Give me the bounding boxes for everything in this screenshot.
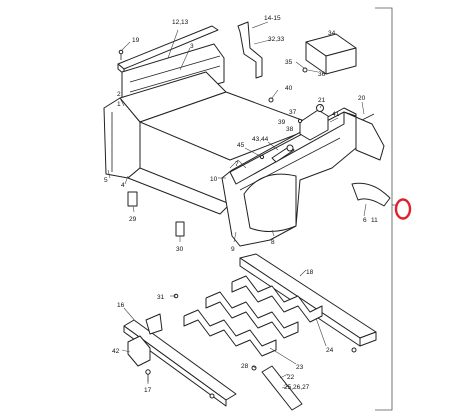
callout-28: 28 xyxy=(241,363,249,370)
assembly-bracket xyxy=(375,7,393,411)
callout-17: 17 xyxy=(144,387,152,394)
callout-1: 1 xyxy=(117,101,121,108)
callout-12-13: 12,13 xyxy=(172,19,189,26)
part-clip-29 xyxy=(127,191,138,207)
part-left-sill xyxy=(123,313,237,407)
callout-21: 21 xyxy=(318,97,326,104)
highlight-marker[interactable] xyxy=(394,198,412,220)
callout-7: 7 xyxy=(235,161,239,168)
callout-43-44: 43,44 xyxy=(252,136,269,143)
callout-31: 31 xyxy=(157,294,165,301)
callout-40: 40 xyxy=(285,85,293,92)
leader-lines xyxy=(107,21,367,389)
part-fastener-lower xyxy=(145,293,357,399)
callout-37: 37 xyxy=(289,109,297,116)
callout-3: 3 xyxy=(190,43,194,50)
callout-39: 39 xyxy=(278,119,286,126)
callout-6: 6 xyxy=(363,217,367,224)
part-cross-member-mid xyxy=(205,291,299,339)
callout-38: 38 xyxy=(286,126,294,133)
callout-18: 18 xyxy=(306,269,314,276)
callout-20: 20 xyxy=(358,95,366,102)
callout-14-15: 14-15 xyxy=(264,15,281,22)
callout-45: 45 xyxy=(237,142,245,149)
part-cross-member-23 xyxy=(183,309,277,357)
part-toolbox xyxy=(305,33,357,75)
part-clip-30 xyxy=(175,221,185,237)
callout-22: 22 xyxy=(287,374,295,381)
callout-16: 16 xyxy=(117,302,125,309)
callout-34: 34 xyxy=(328,30,336,37)
part-bolt-assembly xyxy=(271,144,295,163)
callout-4: 4 xyxy=(121,182,125,189)
callout-5: 5 xyxy=(104,177,108,184)
callout-29: 29 xyxy=(129,216,137,223)
part-cross-member-24 xyxy=(231,275,323,323)
callout-35: 35 xyxy=(285,59,293,66)
callout-41: 41 xyxy=(332,111,340,118)
callout-24: 24 xyxy=(326,347,334,354)
callout-25-27: 25,26,27 xyxy=(284,384,310,391)
callout-23: 23 xyxy=(296,364,304,371)
part-fasteners xyxy=(118,49,308,160)
part-arch-liner xyxy=(351,182,391,207)
callout-36: 36 xyxy=(318,71,326,78)
callout-8: 8 xyxy=(271,239,275,246)
part-rear-extension xyxy=(343,111,385,161)
part-bracket-42 xyxy=(127,335,151,367)
part-rail-bracket xyxy=(237,21,263,79)
callout-19: 19 xyxy=(132,37,140,44)
callout-9: 9 xyxy=(231,246,235,253)
callout-10: 10 xyxy=(210,176,218,183)
callout-30: 30 xyxy=(176,246,184,253)
callout-11: 11 xyxy=(371,217,378,224)
callout-32-33: 32,33 xyxy=(268,36,285,43)
callout-42: 42 xyxy=(112,348,120,355)
callout-2: 2 xyxy=(117,91,121,98)
